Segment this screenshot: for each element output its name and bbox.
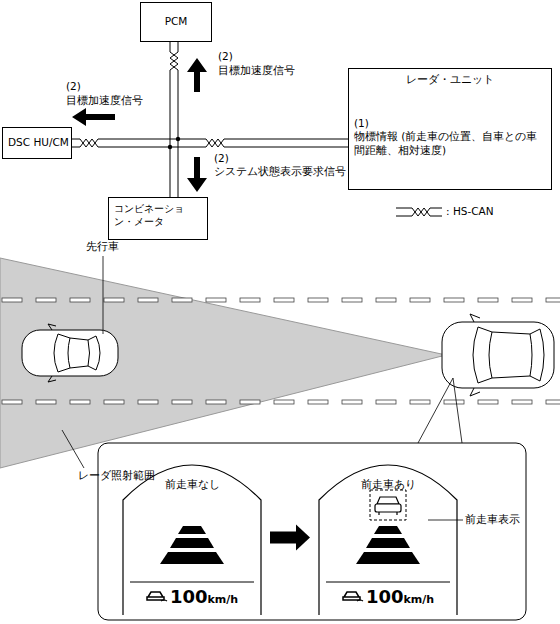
can-bus-line	[72, 138, 348, 148]
flow-arrow	[270, 525, 310, 551]
unit-name: PCM	[146, 15, 206, 29]
can-bus-line	[169, 42, 179, 197]
signal-name: システム状態表示要求信号	[214, 165, 346, 178]
lane-dash	[104, 400, 124, 404]
lane-markings	[2, 298, 560, 404]
lane-dash	[444, 400, 464, 404]
cruise-icon	[342, 589, 364, 603]
lane-dash	[512, 298, 532, 302]
display-heading: 前走車なし	[165, 478, 220, 492]
lane-dash	[172, 298, 192, 302]
display-heading: 前走車あり	[361, 478, 416, 492]
callout-number: (2)	[66, 80, 81, 93]
part-label: 先行車	[86, 240, 119, 253]
speed-unit: km/h	[207, 593, 238, 606]
display-outline	[123, 465, 261, 615]
lane-icon	[356, 552, 420, 564]
lane-dash	[308, 400, 328, 404]
lane-dash	[376, 400, 396, 404]
speed-unit: km/h	[403, 593, 434, 606]
lane-icon	[170, 538, 214, 548]
lane-dash	[172, 400, 192, 404]
lane-dash	[206, 298, 226, 302]
part-label: レーダ照射範囲	[78, 469, 155, 482]
own-car	[442, 314, 554, 396]
lane-dash	[478, 298, 498, 302]
speed-row: 100km/h	[122, 586, 262, 607]
lane-dash	[138, 298, 158, 302]
junction-dot	[168, 145, 172, 149]
lane-dash	[342, 400, 362, 404]
lane-dash	[274, 298, 294, 302]
lane-dash	[410, 400, 430, 404]
display-rule	[326, 582, 450, 583]
lane-dash	[240, 400, 260, 404]
lane-dash	[546, 298, 560, 302]
lane-dash	[308, 298, 328, 302]
signal-name: 目標加速度信号	[218, 64, 295, 77]
lane-icon	[160, 552, 224, 564]
cruise-icon	[146, 589, 168, 603]
lane-dash	[70, 400, 90, 404]
part-label: 前走車表示	[465, 513, 520, 526]
ecu-box: PCM	[140, 2, 212, 42]
display-rule	[130, 582, 254, 583]
speed-row: 100km/h	[318, 586, 458, 607]
lane-icon	[366, 538, 410, 548]
set-speed: 100	[170, 586, 208, 607]
lane-icon	[178, 526, 206, 534]
leader-line	[428, 520, 463, 521]
lead-car-frame	[370, 490, 406, 520]
unit-name: レーダ・ユニット	[354, 73, 546, 87]
lead-car-icon	[375, 497, 401, 515]
lane-dash	[104, 298, 124, 302]
lane-dash	[138, 400, 158, 404]
display-panel	[98, 443, 526, 620]
unit-name: コンビネーション・メータ	[114, 202, 202, 228]
lane-dash	[36, 298, 56, 302]
lane-dash	[36, 400, 56, 404]
leader-line	[418, 378, 462, 443]
lane-dash	[410, 298, 430, 302]
legend-text: : HS-CAN	[446, 205, 494, 218]
meter-display: 前走車なし 100km/h	[122, 460, 262, 615]
display-outline	[319, 465, 457, 615]
lane-dash	[546, 400, 560, 404]
lane-dash	[240, 298, 260, 302]
radar-unit-box: レーダ・ユニット (1)物標情報 (前走車の位置、自車との車間距離、相対速度)	[348, 68, 552, 190]
legend-sample	[396, 208, 442, 216]
lane-dash	[274, 400, 294, 404]
lane-icon	[374, 526, 402, 534]
set-speed: 100	[366, 586, 404, 607]
lane-dash	[206, 400, 226, 404]
lane-dash	[512, 400, 532, 404]
lane-dash	[478, 400, 498, 404]
lane-dash	[2, 400, 22, 404]
meter-box: コンビネーション・メータ	[108, 197, 208, 240]
signal-description: 物標情報 (前走車の位置、自車との車間距離、相対速度)	[354, 130, 546, 157]
signal-arrow	[187, 157, 207, 192]
lane-dash	[2, 298, 22, 302]
junction-dot	[176, 137, 180, 141]
signal-arrow	[72, 108, 115, 126]
signal-arrow	[187, 58, 207, 92]
callout-number: (2)	[218, 50, 233, 63]
lane-dash	[342, 298, 362, 302]
lane-dash	[376, 298, 396, 302]
lane-dash	[444, 298, 464, 302]
unit-name: DSC HU/CM	[8, 136, 66, 150]
meter-display: 前走車あり 100km/h	[318, 460, 458, 615]
lane-dash	[70, 298, 90, 302]
leader-line	[103, 256, 104, 334]
callout-number: (2)	[214, 152, 229, 165]
ecu-box: DSC HU/CM	[2, 127, 72, 159]
lead-car	[22, 324, 118, 382]
radar-range	[0, 258, 446, 468]
callout-number: (1)	[354, 117, 546, 131]
signal-name: 目標加速度信号	[66, 94, 143, 107]
leader-line	[62, 430, 84, 468]
